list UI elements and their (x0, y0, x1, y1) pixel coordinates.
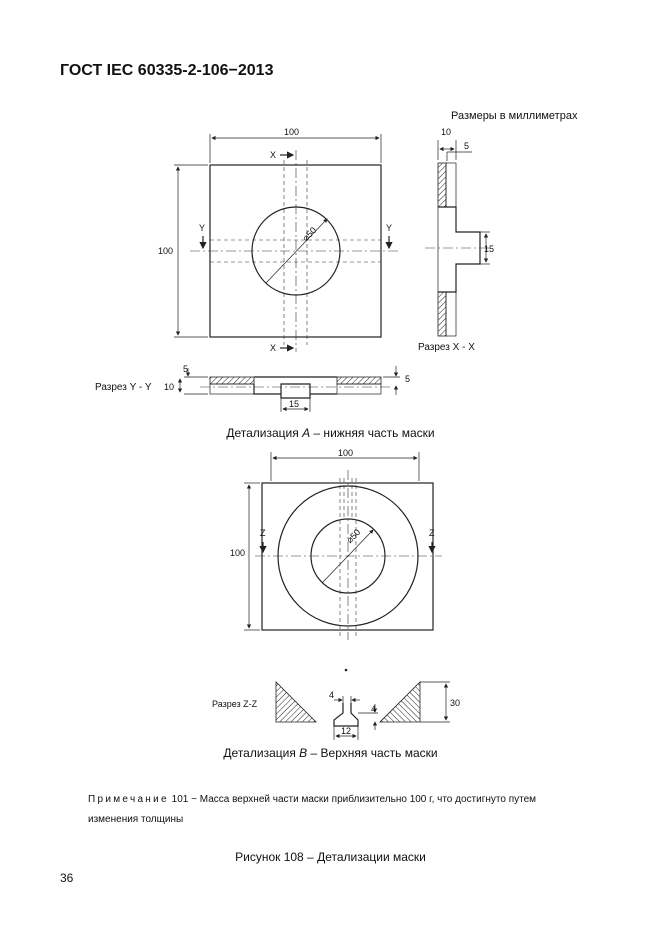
detail-b-section-zz: 4 4 12 30 Разрез Z-Z (212, 668, 460, 740)
note-paragraph: Примечание 101 − Масса верхней части мас… (88, 790, 608, 830)
zz-dim-4-right: 4 (371, 704, 376, 714)
diameter-label-b: ⌀50 (344, 527, 362, 545)
section-mark-y-left: Y (199, 223, 205, 233)
yy-dim-5-left: 5 (183, 364, 188, 374)
note-text-line1: − Масса верхней части маски приблизитель… (188, 794, 537, 805)
document-header: ГОСТ IEC 60335-2-106−2013 (60, 62, 274, 79)
section-mark-x-top: X (270, 150, 276, 160)
yy-dim-10: 10 (164, 382, 174, 392)
detail-b-top-view: ⌀50 100 100 Z Z (230, 448, 442, 640)
side-dim-15: 15 (484, 244, 494, 254)
width-label-a: 100 (284, 127, 299, 137)
detail-a-section-yy: 5 10 5 15 Разрез Y - Y (95, 364, 410, 412)
figure-title: Рисунок 108 – Детализации маски (235, 850, 426, 864)
height-label-b: 100 (230, 548, 245, 558)
detail-a-top-view: ⌀50 100 100 X X Y Y (158, 127, 400, 353)
yy-dim-15: 15 (289, 399, 299, 409)
section-mark-z-left: Z (260, 528, 266, 538)
section-zz-label: Разрез Z-Z (212, 699, 258, 709)
zz-dim-12: 12 (341, 726, 351, 736)
section-mark-y-right: Y (386, 223, 392, 233)
note-text-line2: изменения толщины (88, 814, 184, 825)
section-mark-z-right: Z (429, 528, 435, 538)
plate-b-outline (261, 482, 434, 631)
height-label-a: 100 (158, 246, 173, 256)
note-label: Примечание (88, 794, 169, 805)
zz-dim-30: 30 (450, 698, 460, 708)
side-dim-5: 5 (464, 141, 469, 151)
width-label-b: 100 (338, 448, 353, 458)
section-yy-label: Разрез Y - Y (95, 382, 152, 393)
caption-detail-a: Детализация А – нижняя часть маски (226, 426, 435, 440)
section-mark-x-bottom: X (270, 343, 276, 353)
section-xx-label: Разрез X - X (418, 342, 475, 353)
note-number: 101 (171, 794, 189, 805)
yy-dim-5-right: 5 (405, 374, 410, 384)
diameter-label-a: ⌀50 (300, 225, 318, 243)
side-dim-10: 10 (441, 127, 451, 137)
detail-a-section-xx: 10 5 15 Разрез X - X (418, 127, 494, 353)
units-note: Размеры в миллиметрах (451, 110, 578, 122)
caption-detail-b: Детализация В – Верхняя часть маски (223, 746, 438, 760)
page-number: 36 (60, 871, 74, 885)
zz-dim-4-top: 4 (329, 690, 334, 700)
